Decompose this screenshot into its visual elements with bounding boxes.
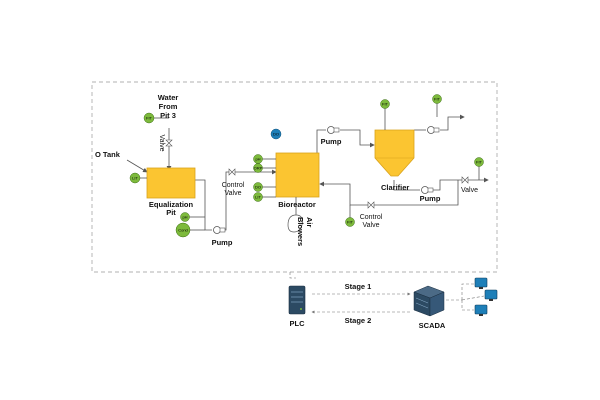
ph-eq-instrument: pH (180, 212, 205, 222)
o-tank-label: O Tank (95, 150, 121, 159)
pump-right-label: Pump (420, 194, 441, 203)
cond-eq-instrument: Cond (175, 222, 205, 238)
control-valve-bottom-label-1: Control (360, 214, 383, 221)
pipe-clar-top-out2 (440, 114, 465, 131)
water-label-1: Water (158, 93, 179, 102)
bioreactor-tank (275, 152, 320, 198)
plc-server-icon (288, 285, 306, 315)
monitor-icon-1 (474, 277, 488, 289)
svg-text:FIT: FIT (476, 160, 483, 165)
pump-right (421, 186, 434, 194)
air-blowers-label-2: Blowers (296, 217, 305, 246)
svg-text:DO: DO (273, 132, 279, 137)
pipe-bio-to-clarifier (316, 129, 326, 155)
fit-clarifier-out-instrument: FIT (432, 94, 442, 117)
pipe-eq-to-pump (195, 179, 212, 231)
svg-text:FIT: FIT (434, 97, 441, 102)
pipe-otank (126, 159, 148, 173)
pipe-pumptop-to-clarifier (340, 129, 375, 148)
control-valve-bottom-label-2: Valve (363, 222, 380, 229)
control-valve-bottom (367, 201, 375, 209)
bio-instrument-group: pH ORP DO LIT (253, 154, 276, 202)
valve-right-label: Valve (461, 187, 478, 194)
plant-boundary (91, 81, 498, 273)
valve-vertical-label: Valve (158, 135, 165, 152)
svg-text:FIT: FIT (347, 220, 354, 225)
svg-text:ORP: ORP (254, 166, 263, 171)
scada-monitor-link-mid (461, 295, 485, 301)
pump-left-label: Pump (212, 238, 233, 247)
scada-monitor-link-bot (461, 300, 474, 311)
fit-bottom-instrument: FIT (345, 205, 355, 227)
pump-top-label: Pump (321, 137, 342, 146)
clarifier-tank (374, 129, 415, 177)
scada-server-icon (413, 285, 445, 317)
fit-right-instrument: FIT (474, 157, 484, 180)
valve-right (461, 176, 469, 184)
monitor-icon-3 (474, 304, 488, 316)
svg-text:Cond: Cond (178, 228, 188, 233)
equalization-pit-tank (146, 167, 196, 199)
pump-top (327, 126, 340, 134)
fit-water-instrument: FIT (143, 112, 169, 124)
pipe-right-out (432, 177, 489, 191)
svg-text:LIT: LIT (132, 176, 138, 181)
pipe-pump-to-bio (222, 169, 277, 231)
do-top-instrument: DO (270, 128, 282, 140)
eq-pit-label-2: Pit (166, 208, 176, 217)
stage2-label: Stage 2 (345, 316, 372, 325)
scada-monitor-link-top (461, 283, 474, 300)
svg-text:DO: DO (255, 185, 261, 190)
scada-label: SCADA (419, 321, 446, 330)
lit-eq-instrument: LIT (129, 172, 147, 184)
plc-link-line (289, 272, 296, 279)
stage1-label: Stage 1 (345, 282, 372, 291)
valve-vertical (165, 139, 173, 147)
bioreactor-label: Bioreactor (278, 200, 316, 209)
control-valve-left (228, 168, 236, 176)
air-blowers-label-1: Air (305, 217, 314, 228)
svg-text:pH: pH (255, 157, 260, 162)
water-label-2: From (159, 102, 178, 111)
monitor-icon-2 (484, 289, 498, 301)
air-blowers-symbol (287, 197, 303, 233)
eq-pit-label-1: Equalization (149, 200, 194, 209)
control-valve-left-label-1: Control (222, 182, 245, 189)
water-label-3: Pit 3 (160, 111, 176, 120)
clarifier-label: Clarifier (381, 183, 409, 192)
plc-label: PLC (290, 319, 306, 328)
svg-text:FIT: FIT (382, 102, 389, 107)
fit-clarifier-top-instrument: FIT (380, 99, 390, 130)
control-valve-left-label-2: Valve (225, 190, 242, 197)
svg-text:pH: pH (182, 215, 187, 220)
svg-text:LIT: LIT (255, 195, 261, 200)
svg-text:FIT: FIT (146, 116, 153, 121)
pump-clarifier-top (427, 126, 440, 134)
pipe-clarifier-bottom (393, 180, 420, 191)
pump-left (213, 226, 226, 234)
